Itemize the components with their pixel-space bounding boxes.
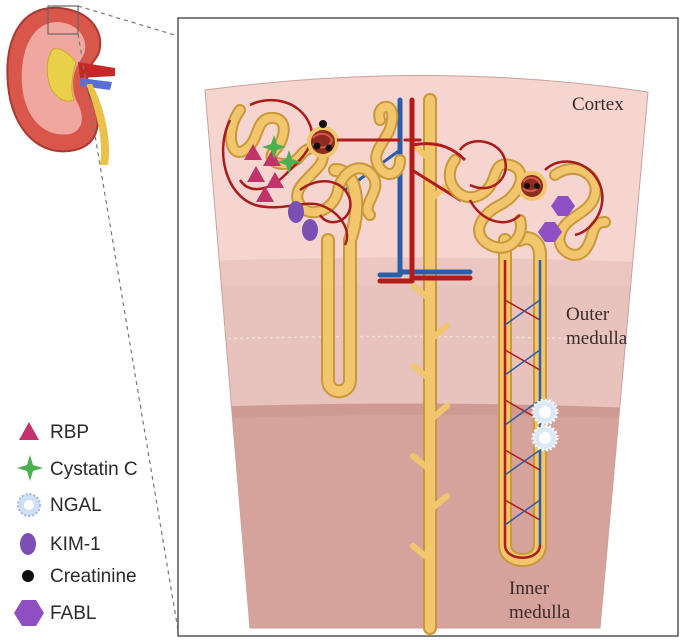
fabl-marker <box>551 196 575 216</box>
svg-text:KIM-1: KIM-1 <box>50 534 101 555</box>
rbp-marker <box>244 144 262 160</box>
svg-text:NGAL: NGAL <box>50 495 102 516</box>
ngal-marker <box>531 424 559 452</box>
cortex-label: Cortex <box>572 94 624 115</box>
star-icon <box>17 455 43 481</box>
outer-medulla-label-line2: medulla <box>566 328 628 349</box>
cystatin-c-marker <box>262 135 286 159</box>
legend-item-kim-1: KIM-1 <box>20 533 101 555</box>
rbp-marker <box>266 172 284 188</box>
ngal-marker <box>531 398 559 426</box>
zoom-box <box>47 5 79 35</box>
rbp-marker <box>263 150 281 166</box>
svg-text:FABL: FABL <box>50 603 96 624</box>
rbp-marker <box>256 186 274 202</box>
cystatin-c-marker <box>277 150 301 174</box>
hexagon-icon <box>14 600 44 626</box>
creatinine-marker <box>534 183 540 189</box>
right-nephron <box>411 140 611 567</box>
zoom-line-top <box>77 5 179 37</box>
triangle-icon <box>19 422 39 440</box>
svg-text:RBP: RBP <box>50 422 89 443</box>
outer-medulla-label-line1: Outer <box>566 304 610 325</box>
fabl-marker <box>538 222 562 242</box>
svg-text:Creatinine: Creatinine <box>50 566 137 587</box>
creatinine-marker <box>524 183 530 189</box>
kidney-thumbnail <box>6 5 115 165</box>
inner-medulla-label-line2: medulla <box>509 602 571 623</box>
biomarkers <box>244 120 575 452</box>
ellipse-icon <box>20 533 36 555</box>
legend-item-ngal: NGAL <box>17 493 102 517</box>
legend: RBP Cystatin C NGAL KIM-1 Creatinine FAB… <box>14 422 138 626</box>
inner-medulla-label-line1: Inner <box>509 578 550 599</box>
legend-item-rbp: RBP <box>19 422 89 443</box>
creatinine-marker <box>313 142 321 150</box>
collecting-duct <box>410 93 450 635</box>
creatinine-marker <box>325 144 333 152</box>
legend-item-creatinine: Creatinine <box>22 566 137 587</box>
svg-text:Cystatin C: Cystatin C <box>50 459 138 480</box>
rbp-marker <box>247 166 265 182</box>
kim-1-marker <box>288 201 304 223</box>
glomerulus-left <box>307 126 339 158</box>
kim-1-marker <box>302 219 318 241</box>
legend-item-cystatin-c: Cystatin C <box>17 455 138 481</box>
legend-item-fabl: FABL <box>14 600 96 626</box>
dot-icon <box>22 570 34 582</box>
creatinine-marker <box>319 120 327 128</box>
